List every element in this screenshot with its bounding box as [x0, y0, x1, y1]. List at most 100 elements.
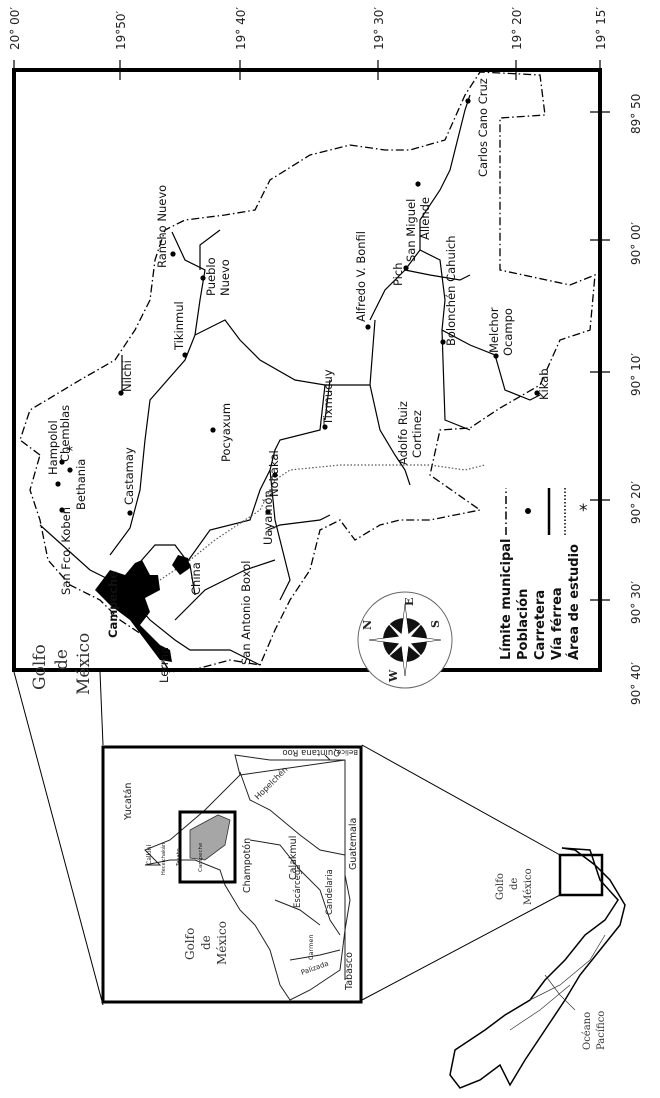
town-label-alfredo-v-bonfil: Alfredo V. Bonfil [354, 231, 368, 322]
svg-text:Cortinez: Cortinez [410, 410, 424, 458]
latitude-axis [13, 60, 601, 80]
svg-text:de: de [52, 649, 72, 670]
china-urban-area [172, 555, 190, 575]
town-label-san-miguel-allende: San Miguel Allende [404, 197, 432, 262]
main-map: 20° 00′ 19°50′ 19° 40′ 19° 30′ 19° 20′ 1… [8, 7, 643, 705]
compass-w: W [387, 669, 400, 683]
lat-label-5: 19° 15′ [594, 7, 608, 50]
country-gulf-label-1: de [509, 878, 520, 890]
state-inset: Yucatán Hopelchén Calkiní Hecelchakán Te… [101, 745, 363, 1004]
town-label-hampolol: Hampolol [46, 420, 60, 475]
svg-text:San Miguel: San Miguel [404, 199, 418, 262]
campeche-municipality-highlight [189, 814, 231, 861]
railway [159, 464, 486, 581]
pacific-label-0: Océano [582, 1012, 593, 1050]
pacific-label-1: Pacífico [596, 1011, 607, 1050]
inset-label-candelaria: Candelaria [325, 869, 335, 915]
main-map-frame [12, 68, 602, 672]
legend-label-limite: Límite municipal [499, 538, 514, 660]
svg-text:Golfo: Golfo [183, 928, 197, 960]
inset-label-tenabo: Tenabo [176, 848, 182, 867]
inset-label-escarcega: Escárcega [293, 865, 303, 909]
legend-symbol-asterisk: * [579, 501, 588, 521]
inset-gulf-label: Golfo de México [183, 921, 229, 965]
inset-label-yucatan: Yucatán [123, 783, 134, 821]
town-label-lerma: Lerma [157, 647, 171, 683]
lon-label-0: 89° 50 [629, 94, 643, 134]
compass-s: S [429, 620, 442, 628]
town-label-tixmucuy: Tixmucuy [321, 369, 335, 426]
town-label-adolfo-ruiz-cortinez: Adolfo Ruiz Cortinez [396, 401, 424, 465]
svg-text:Nuevo: Nuevo [218, 259, 232, 296]
town-label-rancho-nuevo: Rancho Nuevo [155, 185, 169, 268]
inset-label-tabasco: Tabasco [344, 952, 355, 991]
legend-label-poblacion: Población [516, 589, 531, 660]
study-region-box [178, 810, 237, 884]
svg-text:México: México [74, 633, 94, 695]
town-label-pueblo-nuevo: Pueblo Nuevo [204, 257, 232, 296]
town-label-china: China [189, 562, 203, 595]
legend: Límite municipal Población Carretera Vía… [499, 488, 588, 660]
lat-label-3: 19° 30′ [372, 7, 386, 50]
inset-label-carmen: Carmen [307, 934, 315, 960]
inset-label-campeche: Campeche [198, 842, 204, 872]
town-label-carlos-cano-cruz: Carlos Cano Cruz [476, 78, 490, 177]
lon-label-3: 90° 20′ [629, 481, 643, 524]
lat-label-2: 19° 40′ [234, 7, 248, 50]
town-label-tikinmul: Tikinmul [172, 301, 186, 351]
campeche-city-area [95, 560, 172, 662]
town-label-bethania: Bethania [74, 459, 88, 510]
legend-symbol-dot [525, 508, 531, 514]
town-markers [55, 98, 540, 516]
compass-e: E [403, 598, 416, 606]
inset-label-champoton: Champotón [242, 838, 253, 893]
inset-label-belice: Belice [337, 748, 358, 756]
inset-label-quintana-roo: Quintana Roo [282, 747, 340, 757]
town-label-campeche: Campeche [106, 571, 120, 638]
inset-label-calkini: Calkiní [146, 845, 153, 865]
legend-label-carretera: Carretera [533, 590, 548, 660]
lat-label-0: 20° 00′ [8, 7, 22, 50]
compass-rose: N S E W [357, 591, 453, 689]
compass-n: N [361, 620, 374, 630]
inset-label-hecelchakan: Hecelchakán [160, 843, 167, 875]
town-label-melchor-ocampo: Melchor Ocampo [487, 307, 515, 356]
svg-text:de: de [199, 935, 213, 950]
country-gulf-label-2: México [523, 868, 534, 905]
town-label-uayamon: Uayamón [261, 490, 275, 545]
svg-text:Golfo: Golfo [30, 644, 50, 690]
town-label-pocyaxum: Pocyaxum [219, 403, 233, 462]
inset-label-calakmul: Calakmul [288, 836, 299, 880]
svg-text:México: México [215, 921, 229, 965]
town-label-nohakal: Nohakal [267, 450, 281, 497]
town-label-nilchi: Nilchi [120, 360, 134, 392]
lat-label-1: 19°50′ [114, 10, 128, 50]
lon-label-4: 90° 30′ [629, 581, 643, 624]
legend-label-via-ferrea: Vía férrea [550, 587, 565, 660]
town-label-kikab: Kikab [537, 368, 551, 400]
town-label-san-antonio-boxol: San Antonio Boxol [239, 561, 253, 665]
town-label-pich: Pich [391, 263, 405, 287]
mexico-outline [449, 847, 626, 1089]
lon-label-5: 90° 40′ [629, 662, 643, 705]
svg-text:Pueblo: Pueblo [204, 257, 218, 296]
svg-text:Ocampo: Ocampo [501, 308, 515, 356]
lon-label-1: 90° 00′ [629, 222, 643, 265]
svg-text:Adolfo Ruiz: Adolfo Ruiz [396, 401, 410, 465]
roads [39, 94, 541, 666]
inset-label-guatemala: Guatemala [348, 818, 359, 870]
lon-label-2: 90° 10′ [629, 353, 643, 396]
municipal-boundary [19, 71, 596, 673]
campeche-state-box [558, 853, 604, 897]
country-gulf-label-0: Golfo [495, 873, 506, 900]
longitude-axis [590, 111, 610, 601]
study-area-asterisk: * [66, 444, 73, 460]
town-label-san-fco-koben: San Fco. Koben [59, 507, 73, 595]
country-inset: Golfo de México Océano Pacífico [449, 847, 626, 1089]
gulf-label: Golfo de México [30, 633, 94, 695]
legend-label-area-estudio: Área de estudio [566, 544, 582, 660]
inset-connectors [13, 671, 561, 1006]
state-inset-frame [101, 745, 363, 1004]
town-label-bolonchen-cahuich: Bolonchén Cahuich [444, 235, 458, 346]
